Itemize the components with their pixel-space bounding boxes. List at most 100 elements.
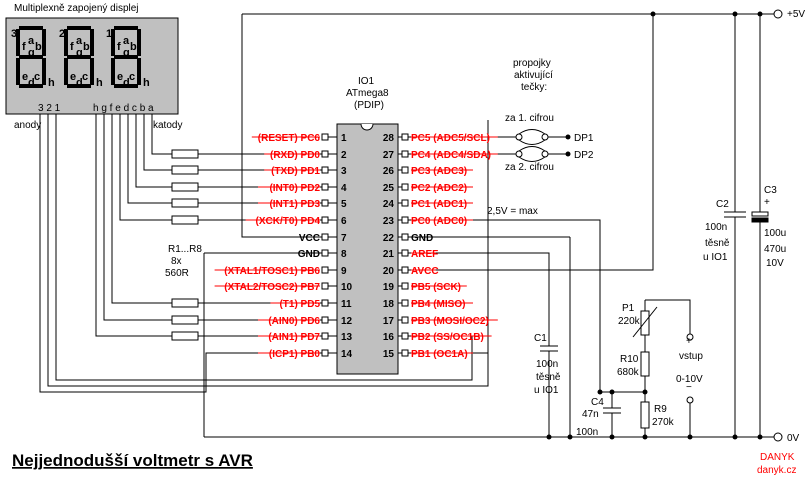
cathode-wire — [95, 114, 172, 337]
pin-label: PB1 (OC1A) — [411, 349, 468, 360]
pin-number: 1 — [341, 133, 347, 144]
pin-number: 9 — [341, 266, 347, 277]
jumper-2-label: za 2. cifrou — [505, 162, 554, 173]
pin-number: 10 — [341, 282, 353, 293]
r9-value: 270k — [652, 417, 675, 428]
pin-label: PC0 (ADC0) — [411, 216, 467, 227]
cathode-wire — [127, 114, 172, 204]
pin-label: GND — [298, 249, 320, 260]
chip-ref: IO1 — [358, 76, 375, 87]
segment-letter-f: f — [117, 41, 121, 53]
pin-pad — [401, 332, 409, 340]
digit-pins-label: 3 2 1 — [38, 103, 61, 114]
pin-pad — [401, 282, 409, 290]
pin-number: 15 — [383, 349, 395, 360]
p1-ref: P1 — [622, 303, 635, 314]
pin-label: PC4 (ADC4/SDA) — [411, 150, 491, 161]
junction-dot — [757, 434, 763, 440]
pin-number: 16 — [383, 332, 395, 343]
c3-plate-pos — [751, 211, 769, 217]
pin-number: 3 — [341, 166, 347, 177]
pin-label: (T1) PD5 — [279, 299, 320, 310]
r9-body — [640, 401, 650, 429]
segment-letter-c: c — [129, 71, 135, 83]
pin-label: AREF — [411, 249, 438, 260]
pin-pad — [321, 299, 329, 307]
segment-letter-d: d — [123, 77, 130, 89]
c3-plus: + — [764, 197, 770, 208]
c2-note-1: těsně — [705, 238, 730, 249]
c3-ref: C3 — [764, 185, 777, 196]
input-range: 0-10V — [676, 374, 703, 385]
pin-12: 12(AIN0) PD6 — [258, 316, 353, 327]
resistor — [171, 182, 199, 192]
segment-letter-c: c — [34, 71, 40, 83]
vcc-terminal — [773, 9, 783, 19]
jumper-arc — [518, 139, 546, 145]
pin-pad — [321, 233, 329, 241]
dp1-label: DP1 — [574, 133, 594, 144]
r10-body — [640, 351, 650, 377]
jumper-arc — [518, 146, 546, 152]
cathode-wire — [135, 114, 172, 188]
digit-number: 2 — [59, 28, 65, 40]
r10-ref: R10 — [620, 354, 639, 365]
chip-package: (PDIP) — [354, 100, 384, 111]
c2-value: 100n — [705, 222, 727, 233]
segment-letter-e: e — [22, 71, 28, 83]
segment-letter-e: e — [117, 71, 123, 83]
c3-value-2: 470u — [764, 244, 786, 255]
resistor — [171, 198, 199, 208]
c2-ref: C2 — [716, 199, 729, 210]
resistor-array — [171, 149, 199, 341]
pin-number: 21 — [383, 249, 395, 260]
pin-pad — [401, 349, 409, 357]
pin-pad — [401, 133, 409, 141]
author-name: DANYK — [760, 452, 795, 463]
pin-pad — [401, 216, 409, 224]
pin-label: PC2 (ADC2) — [411, 183, 467, 194]
pin-number: 14 — [341, 349, 353, 360]
segment-letter-g: g — [123, 47, 130, 59]
aref-to-c1 — [408, 252, 550, 346]
pin-pad — [321, 183, 329, 191]
segment-pins-label: h g f e d c b a — [93, 103, 154, 114]
segment-letter-b: b — [130, 41, 137, 53]
pin-pad — [401, 249, 409, 257]
c4-value-alt: 100n — [576, 427, 598, 438]
segment-letter-a: a — [76, 35, 83, 47]
plus5v-label: +5V — [787, 9, 805, 20]
pin-pad — [321, 332, 329, 340]
anode-2-wire — [47, 114, 489, 387]
pin-10: 10(XTAL2/TOSC2) PB7 — [214, 282, 353, 293]
pin-14: 14(ICP1) PB0 — [258, 349, 353, 360]
segment-letter-b: b — [83, 41, 90, 53]
digit-number: 1 — [106, 28, 112, 40]
pin-label: AVCC — [411, 266, 439, 277]
jumper-contact — [541, 150, 549, 158]
pin-pad — [401, 150, 409, 158]
resistor-label-count: 8x — [171, 256, 182, 267]
r10-value: 680k — [617, 367, 640, 378]
c1-ref: C1 — [534, 333, 547, 344]
pin-label: (XCK/T0) PD4 — [256, 216, 321, 227]
cathode-wire — [103, 114, 172, 321]
pin-label: VCC — [299, 233, 320, 244]
input-minus: − — [686, 382, 692, 393]
pin-label: PC5 (ADC5/SCL) — [411, 133, 490, 144]
jumper-note-1: propojky — [513, 58, 551, 69]
resistor — [171, 315, 199, 325]
pin-pad — [321, 349, 329, 357]
r9-ref: R9 — [654, 404, 667, 415]
c2-note-2: u IO1 — [703, 252, 728, 263]
pin-label: PC3 (ADC3) — [411, 166, 467, 177]
resistor-label-ref: R1...R8 — [168, 244, 202, 255]
pin-label: PB5 (SCK) — [411, 282, 461, 293]
input-plus-wire — [645, 299, 691, 334]
segment-letter-f: f — [22, 41, 26, 53]
